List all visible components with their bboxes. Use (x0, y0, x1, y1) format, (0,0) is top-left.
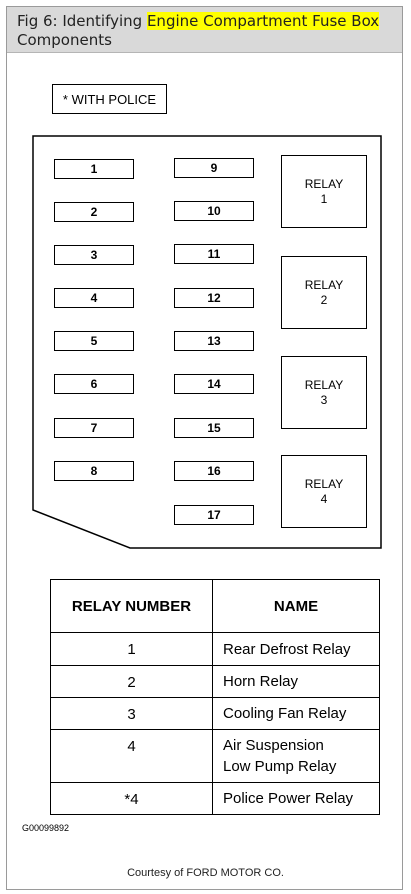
fuse-17: 17 (174, 505, 254, 525)
fuse-7: 7 (54, 418, 134, 438)
relay-2-label: RELAY (304, 277, 344, 292)
relay-1: RELAY 1 (281, 155, 367, 228)
fuse-4: 4 (54, 288, 134, 308)
relay-1-number: 1 (320, 191, 328, 206)
relay-name-cell: Police Power Relay (212, 782, 380, 815)
relay-number-cell: *4 (50, 782, 213, 815)
relay-4-number: 4 (320, 491, 328, 506)
fuse-11: 11 (174, 244, 254, 264)
fuse-box-border (32, 135, 382, 549)
fuse-3: 3 (54, 245, 134, 265)
relay-3: RELAY 3 (281, 356, 367, 429)
title-suffix: Components (17, 31, 112, 49)
fuse-16: 16 (174, 461, 254, 481)
header-name: NAME (212, 579, 380, 633)
fuse-9: 9 (174, 158, 254, 178)
fuse-10: 10 (174, 201, 254, 221)
relay-name-line2: Low Pump Relay (223, 758, 337, 775)
header-relay-number: RELAY NUMBER (50, 579, 213, 633)
relay-number-cell: 4 (50, 729, 213, 783)
relay-4-label: RELAY (304, 476, 344, 491)
table-row: 3 Cooling Fan Relay (50, 697, 380, 730)
relay-name-cell: Air Suspension Low Pump Relay (212, 729, 380, 783)
relay-number-cell: 1 (50, 632, 213, 666)
relay-2-number: 2 (320, 292, 328, 307)
figure-frame (6, 6, 403, 890)
fuse-6: 6 (54, 374, 134, 394)
figure-code: G00099892 (22, 823, 70, 833)
fuse-5: 5 (54, 331, 134, 351)
relay-2: RELAY 2 (281, 256, 367, 329)
fuse-1: 1 (54, 159, 134, 179)
relay-name-line1: Air Suspension (223, 737, 324, 754)
table-row: 2 Horn Relay (50, 665, 380, 698)
relay-3-number: 3 (320, 392, 328, 407)
title-prefix: Fig 6: Identifying (17, 12, 147, 30)
title-highlight: Engine Compartment Fuse Box (146, 12, 380, 30)
relay-name-cell: Cooling Fan Relay (212, 697, 380, 730)
figure-header: Fig 6: Identifying Engine Compartment Fu… (7, 7, 402, 53)
fuse-13: 13 (174, 331, 254, 351)
fuse-8: 8 (54, 461, 134, 481)
relay-table: RELAY NUMBER NAME 1 Rear Defrost Relay 2… (50, 579, 380, 815)
table-row: 1 Rear Defrost Relay (50, 632, 380, 666)
relay-3-label: RELAY (304, 377, 344, 392)
relay-name-cell: Horn Relay (212, 665, 380, 698)
relay-4: RELAY 4 (281, 455, 367, 528)
courtesy-credit: Courtesy of FORD MOTOR CO. (127, 867, 284, 879)
relay-name-cell: Rear Defrost Relay (212, 632, 380, 666)
fuse-15: 15 (174, 418, 254, 438)
table-row: 4 Air Suspension Low Pump Relay (50, 729, 380, 783)
fuse-2: 2 (54, 202, 134, 222)
relay-number-cell: 2 (50, 665, 213, 698)
relay-number-cell: 3 (50, 697, 213, 730)
table-row: *4 Police Power Relay (50, 782, 380, 815)
fuse-12: 12 (174, 288, 254, 308)
relay-1-label: RELAY (304, 176, 344, 191)
table-header-row: RELAY NUMBER NAME (50, 579, 380, 633)
fuse-14: 14 (174, 374, 254, 394)
legend-label: * WITH POLICE (62, 91, 157, 107)
with-police-legend: * WITH POLICE (52, 84, 167, 114)
